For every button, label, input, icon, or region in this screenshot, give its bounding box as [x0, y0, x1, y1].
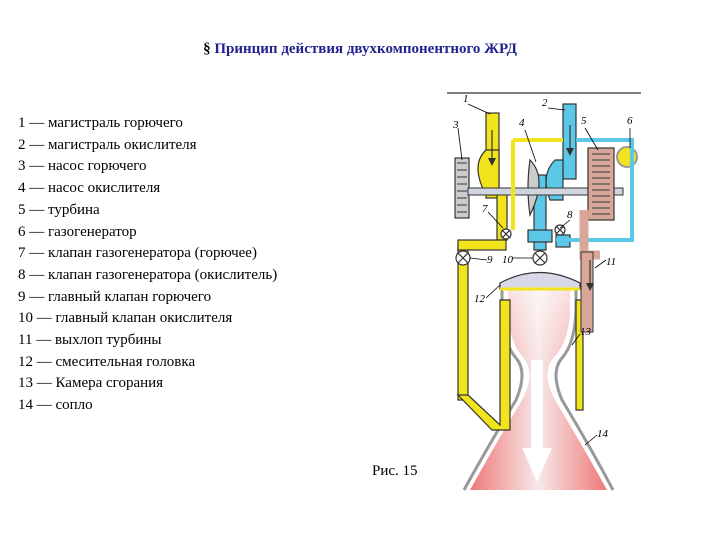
- callout-8: 8: [567, 209, 573, 221]
- turbopump-shaft: [467, 187, 624, 196]
- legend-item: 6 — газогенератор: [18, 223, 137, 240]
- valve-icon: [532, 250, 548, 266]
- valve-icon: [500, 228, 512, 240]
- callout-1: 1: [463, 93, 469, 105]
- title-text: Принцип действия двухкомпонентного ЖРД: [214, 41, 517, 57]
- page-title: § Принцип действия двухкомпонентного ЖРД: [0, 41, 720, 58]
- legend-item: 12 — смесительная головка: [18, 353, 196, 370]
- figure-caption: Рис. 15: [372, 463, 418, 479]
- legend-item: 10 — главный клапан окислителя: [18, 310, 233, 327]
- oxidizer-flow-arrowhead: [566, 148, 574, 156]
- legend-item: 5 — турбина: [18, 201, 100, 218]
- legend-item: 4 — насос окислителя: [18, 180, 161, 197]
- turbine-exhaust: [579, 210, 600, 333]
- callout-2: 2: [542, 97, 548, 109]
- callout-13: 13: [580, 326, 592, 338]
- legend-item: 3 — насос горючего: [18, 158, 147, 175]
- legend-item: 9 — главный клапан горючего: [18, 288, 212, 305]
- valve-icon: [554, 224, 566, 236]
- legend-item: 14 — сопло: [18, 397, 93, 414]
- callout-12: 12: [474, 293, 486, 305]
- legend-item: 2 — магистраль окислителя: [18, 136, 197, 153]
- section-mark: §: [203, 41, 211, 57]
- thrust-arrow-head: [522, 448, 552, 482]
- callout-5: 5: [581, 115, 587, 127]
- legend-list: 1 — магистраль горючего 2 — магистраль о…: [18, 113, 277, 417]
- callout-9: 9: [487, 254, 493, 266]
- nozzle-wall-right: [554, 286, 615, 491]
- fuel-flow-arrowhead: [488, 158, 496, 166]
- oxidizer-gg-line: [556, 138, 634, 242]
- callout-4: 4: [519, 117, 525, 129]
- callout-11: 11: [606, 256, 616, 268]
- callout-10: 10: [502, 254, 514, 266]
- pump-fuel: [454, 157, 470, 219]
- valve-icon: [455, 250, 471, 266]
- callout-3: 3: [452, 119, 459, 131]
- thrust-arrow-shaft: [531, 360, 543, 450]
- legend-item: 13 — Камера сгорания: [18, 375, 164, 392]
- fuel-line: [456, 112, 584, 431]
- legend-item: 7 — клапан газогенератора (горючее): [18, 245, 257, 262]
- callout-7: 7: [482, 203, 488, 215]
- legend-item: 8 — клапан газогенератора (окислитель): [18, 266, 278, 283]
- callout-14: 14: [597, 428, 609, 440]
- legend-item: 11 — выхлоп турбины: [18, 332, 162, 349]
- mixing-head: [499, 271, 581, 291]
- legend-item: 1 — магистраль горючего: [18, 115, 183, 131]
- turbine: [587, 147, 615, 221]
- callout-leaders: [457, 103, 631, 446]
- callout-6: 6: [627, 115, 633, 127]
